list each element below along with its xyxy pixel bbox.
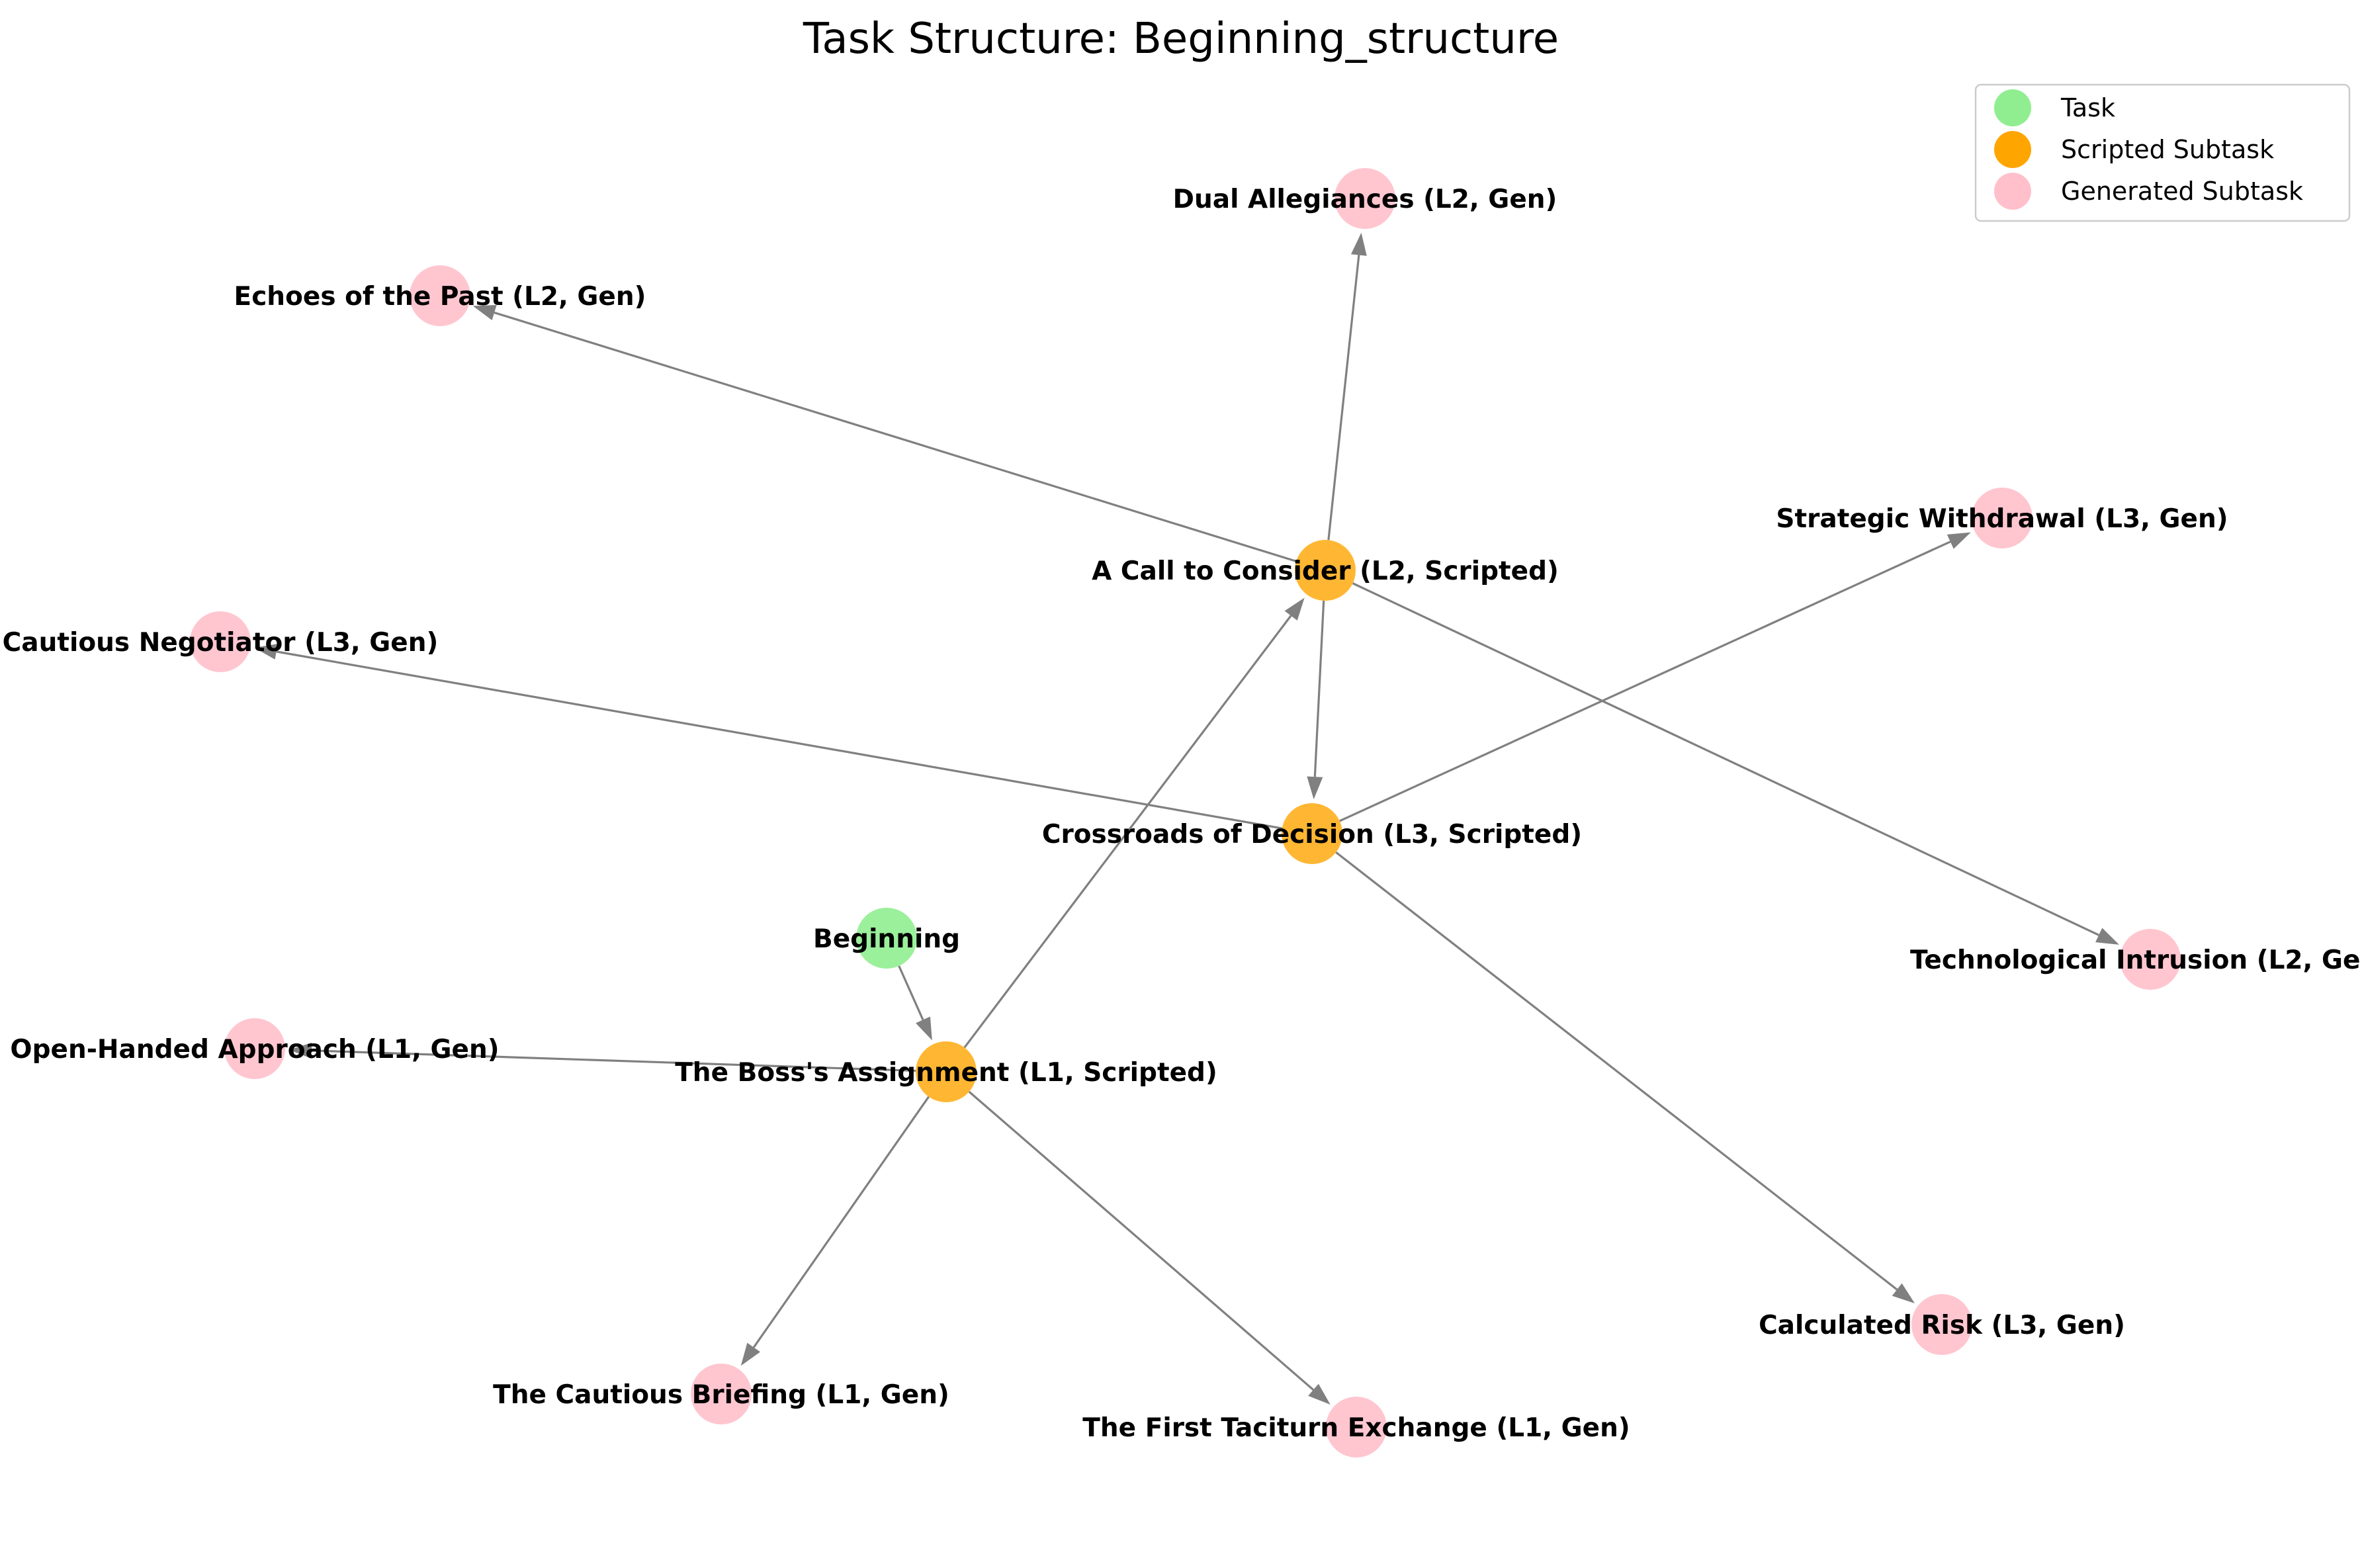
edge-boss-to-openhanded bbox=[288, 1042, 916, 1072]
legend-frame bbox=[1974, 83, 2351, 222]
edge-line bbox=[1352, 582, 2099, 936]
node-label-openhanded: Open-Handed Approach (L1, Gen) bbox=[10, 1035, 499, 1065]
legend-marker-scripted bbox=[1994, 131, 2031, 168]
edges bbox=[254, 232, 2119, 1405]
edge-beginning-to-boss bbox=[898, 965, 932, 1041]
edge-call-to-echoes bbox=[472, 305, 1297, 562]
edge-boss-to-taciturn bbox=[968, 1090, 1331, 1405]
node-label-tech: Technological Intrusion (L2, Gen) bbox=[1910, 945, 2362, 975]
edge-line bbox=[494, 311, 1297, 562]
node-label-calculated: Calculated Risk (L3, Gen) bbox=[1759, 1311, 2125, 1340]
edge-line bbox=[1313, 600, 1325, 777]
legend-label-generated: Generated Subtask bbox=[2061, 177, 2303, 206]
edge-arrowhead bbox=[1892, 1283, 1915, 1304]
edge-crossroads-to-cautiousneg bbox=[254, 644, 1282, 830]
edge-line bbox=[1327, 255, 1360, 541]
edge-arrowhead bbox=[254, 644, 278, 660]
edge-boss-to-call bbox=[963, 597, 1305, 1049]
edge-crossroads-to-calculated bbox=[1335, 851, 1915, 1304]
edge-arrowhead bbox=[1307, 776, 1323, 800]
node-label-call: A Call to Consider (L2, Scripted) bbox=[1092, 556, 1559, 586]
edge-arrowhead bbox=[1350, 232, 1367, 256]
node-cautiousneg bbox=[190, 611, 251, 672]
legend-marker-task bbox=[1994, 89, 2031, 126]
node-tech bbox=[2120, 929, 2181, 990]
node-boss bbox=[916, 1041, 977, 1102]
edge-line bbox=[752, 1096, 930, 1348]
edge-line bbox=[311, 1049, 916, 1072]
node-openhanded bbox=[224, 1018, 285, 1079]
diagram-title: Task Structure: Beginning_structure bbox=[803, 15, 1559, 64]
node-crossroads bbox=[1282, 803, 1342, 864]
node-label-strategic: Strategic Withdrawal (L3, Gen) bbox=[1776, 504, 2228, 534]
node-dual bbox=[1334, 168, 1395, 229]
edge-line bbox=[1335, 851, 1898, 1291]
edge-arrowhead bbox=[1284, 597, 1305, 621]
edge-boss-to-briefing bbox=[740, 1096, 930, 1366]
edge-call-to-dual bbox=[1327, 232, 1367, 541]
legend-label-scripted: Scripted Subtask bbox=[2061, 135, 2274, 164]
node-label-boss: The Boss's Assignment (L1, Scripted) bbox=[675, 1058, 1217, 1088]
node-echoes bbox=[410, 265, 470, 326]
node-strategic bbox=[1972, 488, 2033, 548]
edge-line bbox=[968, 1090, 1315, 1391]
node-taciturn bbox=[1326, 1397, 1387, 1458]
node-calculated bbox=[1911, 1294, 1972, 1355]
node-call bbox=[1295, 540, 1356, 601]
node-label-beginning: Beginning bbox=[813, 924, 960, 954]
edge-arrowhead bbox=[916, 1016, 932, 1041]
node-label-cautiousneg: Cautious Negotiator (L3, Gen) bbox=[3, 628, 439, 658]
edge-call-to-tech bbox=[1352, 582, 2119, 945]
node-label-taciturn: The First Taciturn Exchange (L1, Gen) bbox=[1082, 1413, 1630, 1443]
edge-line bbox=[963, 615, 1292, 1049]
legend-label-task: Task bbox=[2060, 93, 2115, 122]
edge-arrowhead bbox=[288, 1042, 312, 1059]
edge-arrowhead bbox=[740, 1342, 761, 1366]
edge-call-to-crossroads bbox=[1307, 600, 1325, 800]
edge-arrowhead bbox=[2095, 928, 2119, 945]
edge-arrowhead bbox=[472, 305, 497, 320]
edge-line bbox=[276, 650, 1282, 830]
edge-arrowhead bbox=[1946, 532, 1971, 549]
edge-arrowhead bbox=[1308, 1383, 1331, 1405]
edge-line bbox=[898, 965, 924, 1021]
edge-line bbox=[1339, 541, 1951, 822]
node-briefing bbox=[691, 1364, 752, 1424]
node-label-briefing: The Cautious Briefing (L1, Gen) bbox=[493, 1380, 949, 1410]
node-label-dual: Dual Allegiances (L2, Gen) bbox=[1173, 185, 1557, 214]
node-beginning bbox=[856, 908, 917, 969]
legend-marker-generated bbox=[1994, 173, 2031, 210]
edge-crossroads-to-strategic bbox=[1339, 532, 1971, 822]
node-label-echoes: Echoes of the Past (L2, Gen) bbox=[234, 282, 646, 312]
nodes bbox=[190, 168, 2181, 1458]
node-label-crossroads: Crossroads of Decision (L3, Scripted) bbox=[1042, 820, 1582, 849]
